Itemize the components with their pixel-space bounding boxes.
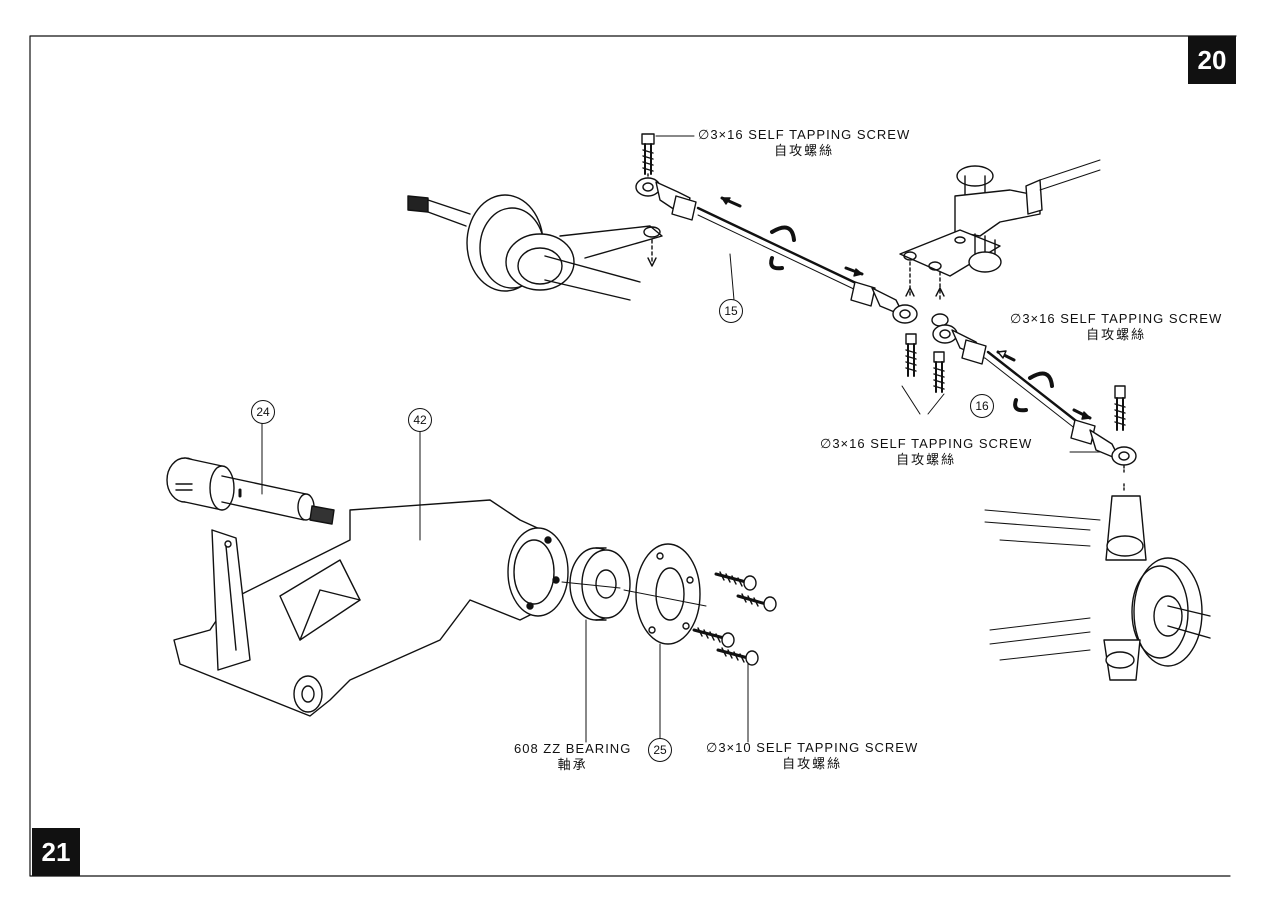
label-screw-top-zh: 自攻螺絲 (774, 143, 835, 159)
tie-rod-15 (635, 133, 918, 324)
label-screw-mid: ∅3×16 SELF TAPPING SCREW 自攻螺絲 (820, 436, 1032, 469)
label-screw-mid-zh: 自攻螺絲 (896, 452, 957, 468)
suspension-arm-42 (173, 429, 569, 717)
bottom-screws (692, 571, 777, 743)
part-number-16: 16 (970, 394, 994, 418)
label-screw-bottom: ∅3×10 SELF TAPPING SCREW 自攻螺絲 (706, 740, 918, 773)
label-screw-mid-en: ∅3×16 SELF TAPPING SCREW (820, 436, 1033, 451)
label-screw-right-en: ∅3×16 SELF TAPPING SCREW (1010, 311, 1223, 326)
tie-rod-16 (931, 313, 1137, 493)
rear-hub-right (984, 495, 1211, 681)
label-screw-right: ∅3×16 SELF TAPPING SCREW 自攻螺絲 (1010, 311, 1222, 344)
label-screw-bottom-zh: 自攻螺絲 (782, 756, 843, 772)
page-frame (29, 35, 1237, 877)
page-number-badge-right: 20 (1188, 36, 1236, 84)
steering-servo-saver (899, 159, 1101, 301)
front-axle-hub (407, 194, 663, 301)
label-screw-bottom-en: ∅3×10 SELF TAPPING SCREW (706, 740, 919, 755)
label-bearing-en: 608 ZZ BEARING (514, 741, 632, 756)
part-number-42: 42 (408, 408, 432, 432)
mid-screws (901, 333, 945, 415)
label-bearing-zh: 軸承 (557, 757, 588, 773)
part-number-24: 24 (251, 400, 275, 424)
label-bearing: 608 ZZ BEARING 軸承 (514, 741, 631, 774)
label-screw-right-zh: 自攻螺絲 (1086, 327, 1147, 343)
drive-shaft-24 (166, 409, 335, 525)
page-number-badge-left: 21 (32, 828, 80, 876)
label-screw-top-en: ∅3×16 SELF TAPPING SCREW (698, 127, 911, 142)
bearing-608zz (561, 547, 631, 743)
bearing-plate-25 (623, 543, 707, 743)
label-screw-top: ∅3×16 SELF TAPPING SCREW 自攻螺絲 (698, 127, 910, 160)
part-number-15: 15 (719, 299, 743, 323)
part-number-25: 25 (648, 738, 672, 762)
